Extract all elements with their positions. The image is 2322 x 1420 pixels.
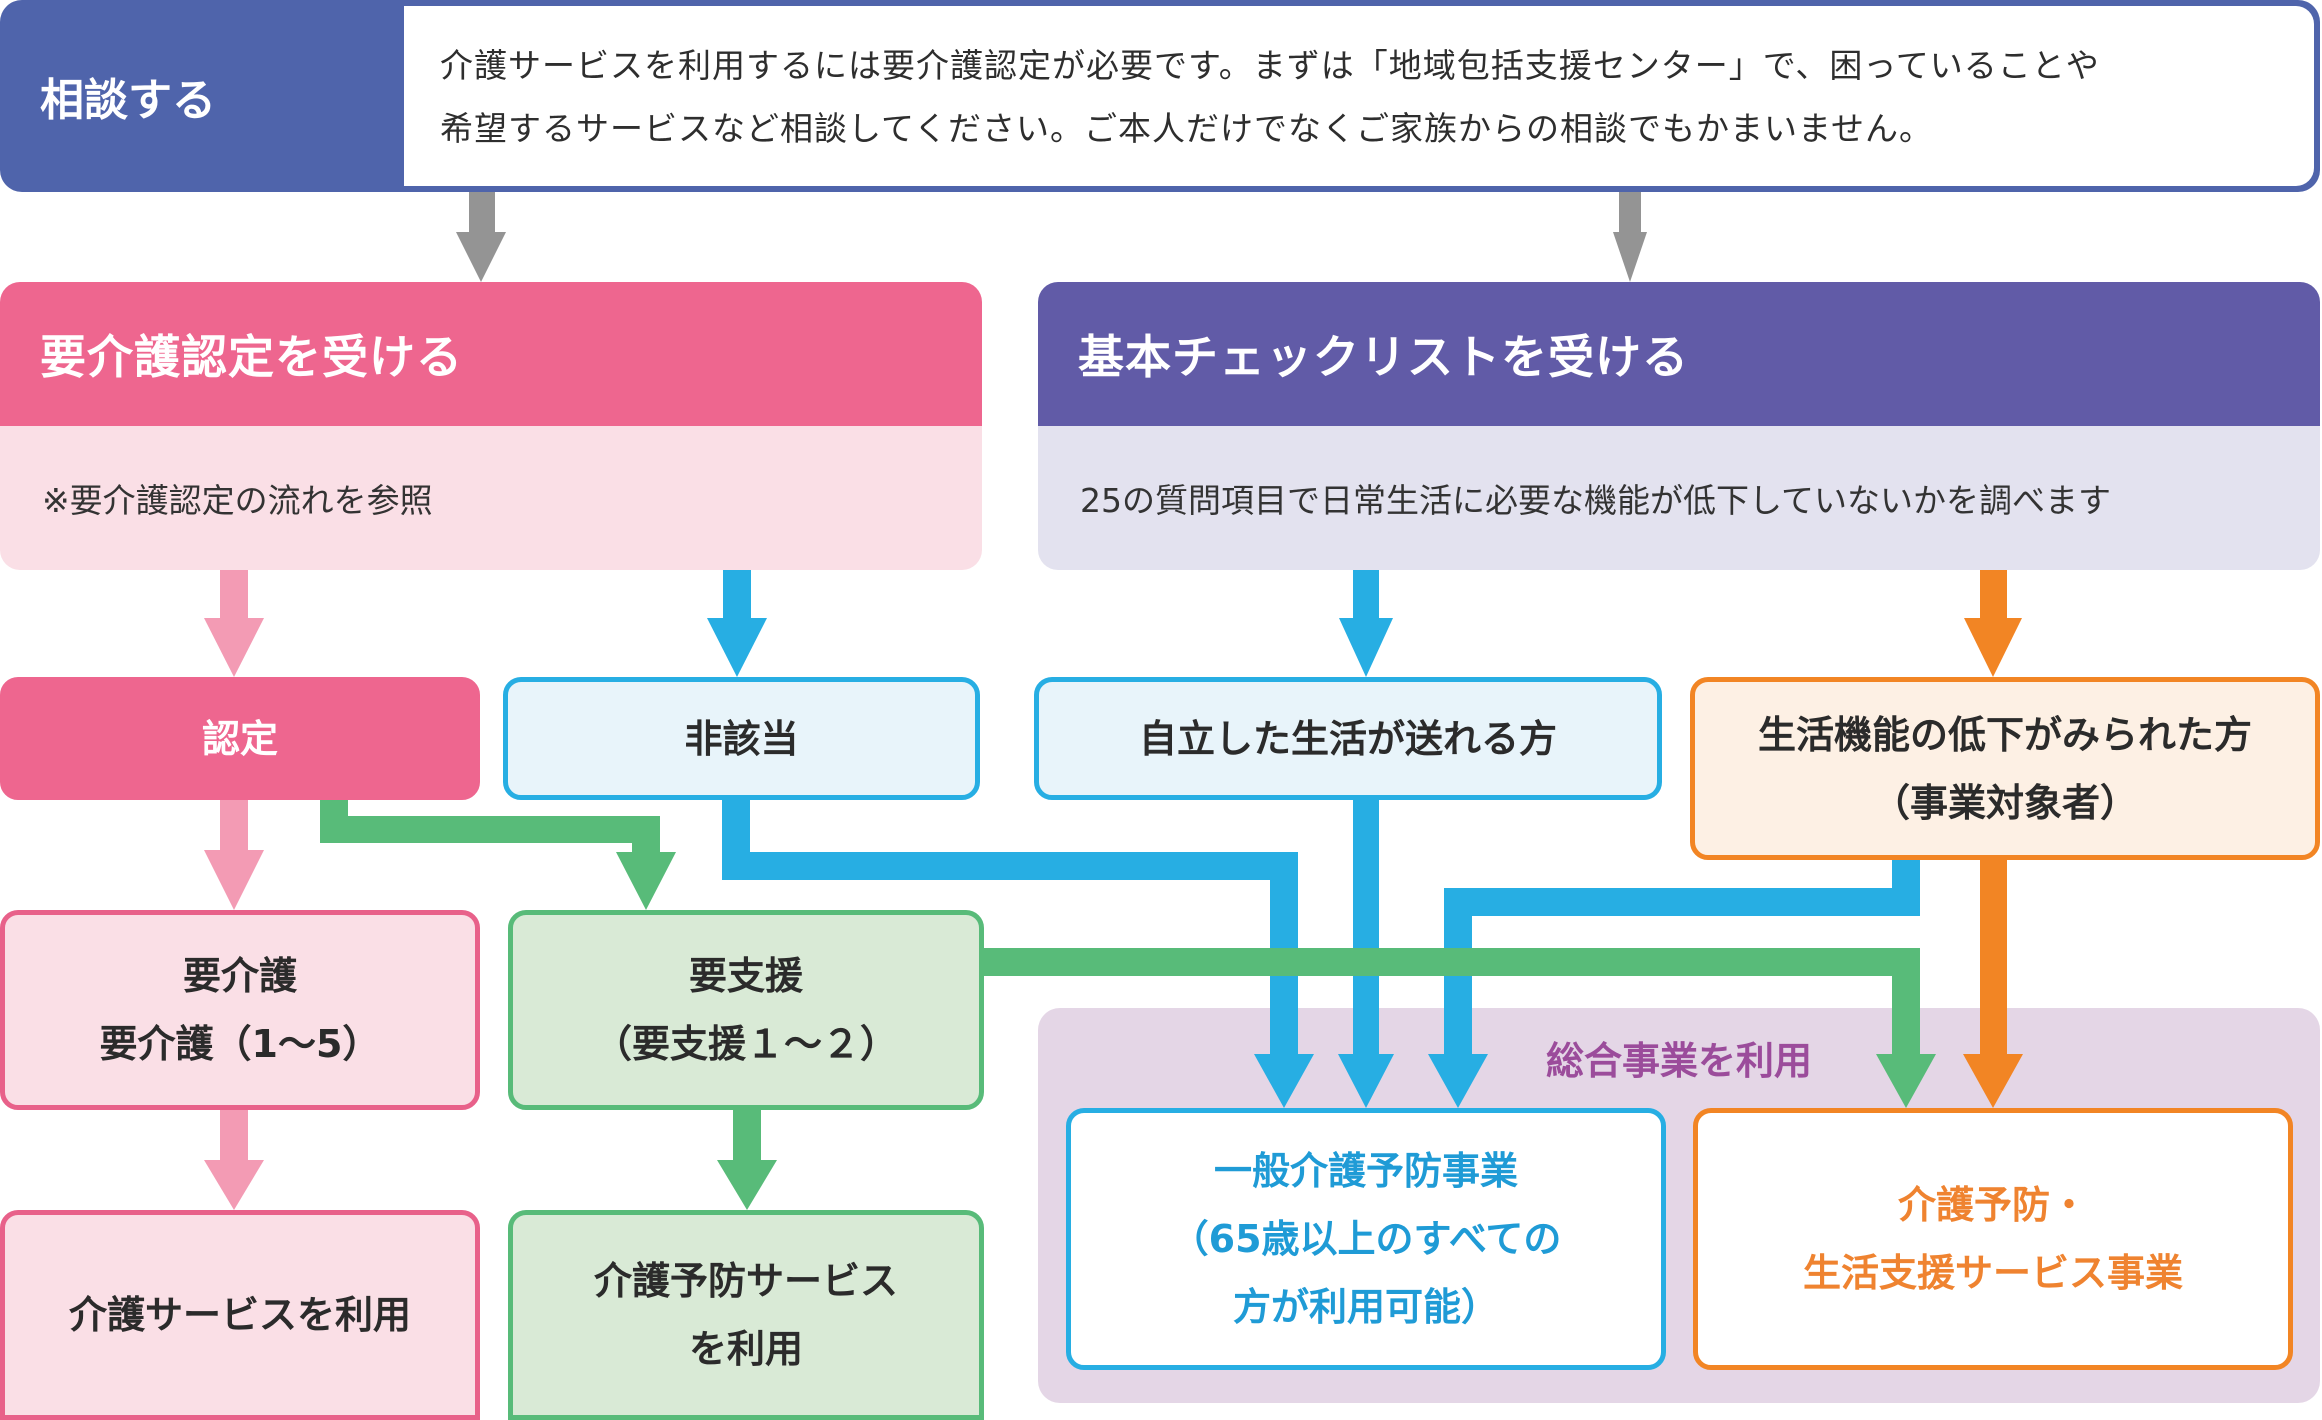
arrow-nintei-to-yoshien [320, 800, 676, 910]
box-seikatsu-line1: 介護予防・ [1897, 1183, 2088, 1227]
consult-label: 相談する [40, 75, 216, 126]
box-nintei: 認定 [0, 677, 480, 800]
consult-line: 希望するサービスなど相談してください。ご本人だけでなくご家族からの相談でもかまい… [440, 109, 1934, 148]
box-yoshien-line1: 要支援 [688, 954, 803, 998]
box-ippan-line2: （65歳以上のすべての [1170, 1217, 1562, 1261]
box-kaigo-service-text: 介護サービスを利用 [68, 1293, 411, 1337]
box-function-decline: 生活機能の低下がみられた方 （事業対象者） [1690, 677, 2320, 860]
box-function-decline-line2: （事業対象者） [1871, 780, 2138, 825]
arrow-checklist-to-teika [1964, 570, 2022, 677]
box-yobou-service: 介護予防サービス を利用 [508, 1210, 984, 1420]
consult-description: 介護サービスを利用するには要介護認定が必要です。まずは「地域包括支援センター」で… [404, 6, 2314, 186]
box-yobou-service-line2: を利用 [688, 1327, 803, 1371]
box-nintei-text: 認定 [201, 716, 278, 761]
arrow-kaigo-to-nintei [204, 570, 264, 677]
arrow-yoshien-to-seikatsu-overlay [984, 948, 1920, 976]
box-jiritsu-text: 自立した生活が送れる方 [1138, 716, 1557, 761]
box-yoshien: 要支援 （要支援１～２） [508, 910, 984, 1110]
arrow-consult-to-kaigo [456, 192, 506, 282]
card-checklist-title: 基本チェックリストを受ける [1038, 282, 2320, 426]
box-ippan-line3: 方が利用可能） [1232, 1285, 1499, 1329]
consult-line: 介護サービスを利用するには要介護認定が必要です。まずは「地域包括支援センター」で… [440, 46, 2100, 85]
arrow-consult-to-checklist [1613, 192, 1647, 282]
arrow-nintei-to-yokaigo [204, 800, 264, 910]
box-seikatsu-shien: 介護予防・ 生活支援サービス事業 [1693, 1108, 2293, 1370]
box-jiritsu: 自立した生活が送れる方 [1034, 677, 1662, 800]
box-function-decline-line1: 生活機能の低下がみられた方 [1757, 712, 2252, 757]
sogo-jigyou-label: 総合事業を利用 [1545, 1039, 1812, 1083]
card-checklist: 基本チェックリストを受ける 25の質問項目で日常生活に必要な機能が低下していない… [1038, 282, 2320, 570]
box-higaitou-text: 非該当 [684, 716, 799, 761]
box-yokaigo-line2: 要介護（1～5） [99, 1022, 381, 1066]
box-yobou-service-line1: 介護予防サービス [593, 1259, 898, 1303]
box-higaitou: 非該当 [503, 677, 980, 800]
arrow-checklist-to-jiritsu [1339, 570, 1393, 677]
box-seikatsu-line2: 生活支援サービス事業 [1802, 1251, 2183, 1295]
arrow-yoshien-to-yobou-service [717, 1110, 777, 1210]
arrow-yokaigo-to-kaigo-service [204, 1110, 264, 1210]
box-yokaigo: 要介護 要介護（1～5） [0, 910, 480, 1110]
box-ippan-kaigo-yobou: 一般介護予防事業 （65歳以上のすべての 方が利用可能） [1066, 1108, 1666, 1370]
card-kaigo-nintei-title: 要介護認定を受ける [0, 282, 982, 426]
arrow-kaigo-to-higaitou [707, 570, 767, 677]
card-kaigo-nintei-body: ※要介護認定の流れを参照 [0, 426, 982, 570]
box-yokaigo-line1: 要介護 [182, 954, 297, 998]
card-checklist-body: 25の質問項目で日常生活に必要な機能が低下していないかを調べます [1038, 426, 2320, 570]
box-ippan-line1: 一般介護予防事業 [1213, 1149, 1518, 1193]
box-kaigo-service: 介護サービスを利用 [0, 1210, 480, 1420]
box-yoshien-line2: （要支援１～２） [593, 1022, 898, 1066]
card-kaigo-nintei: 要介護認定を受ける ※要介護認定の流れを参照 [0, 282, 982, 570]
